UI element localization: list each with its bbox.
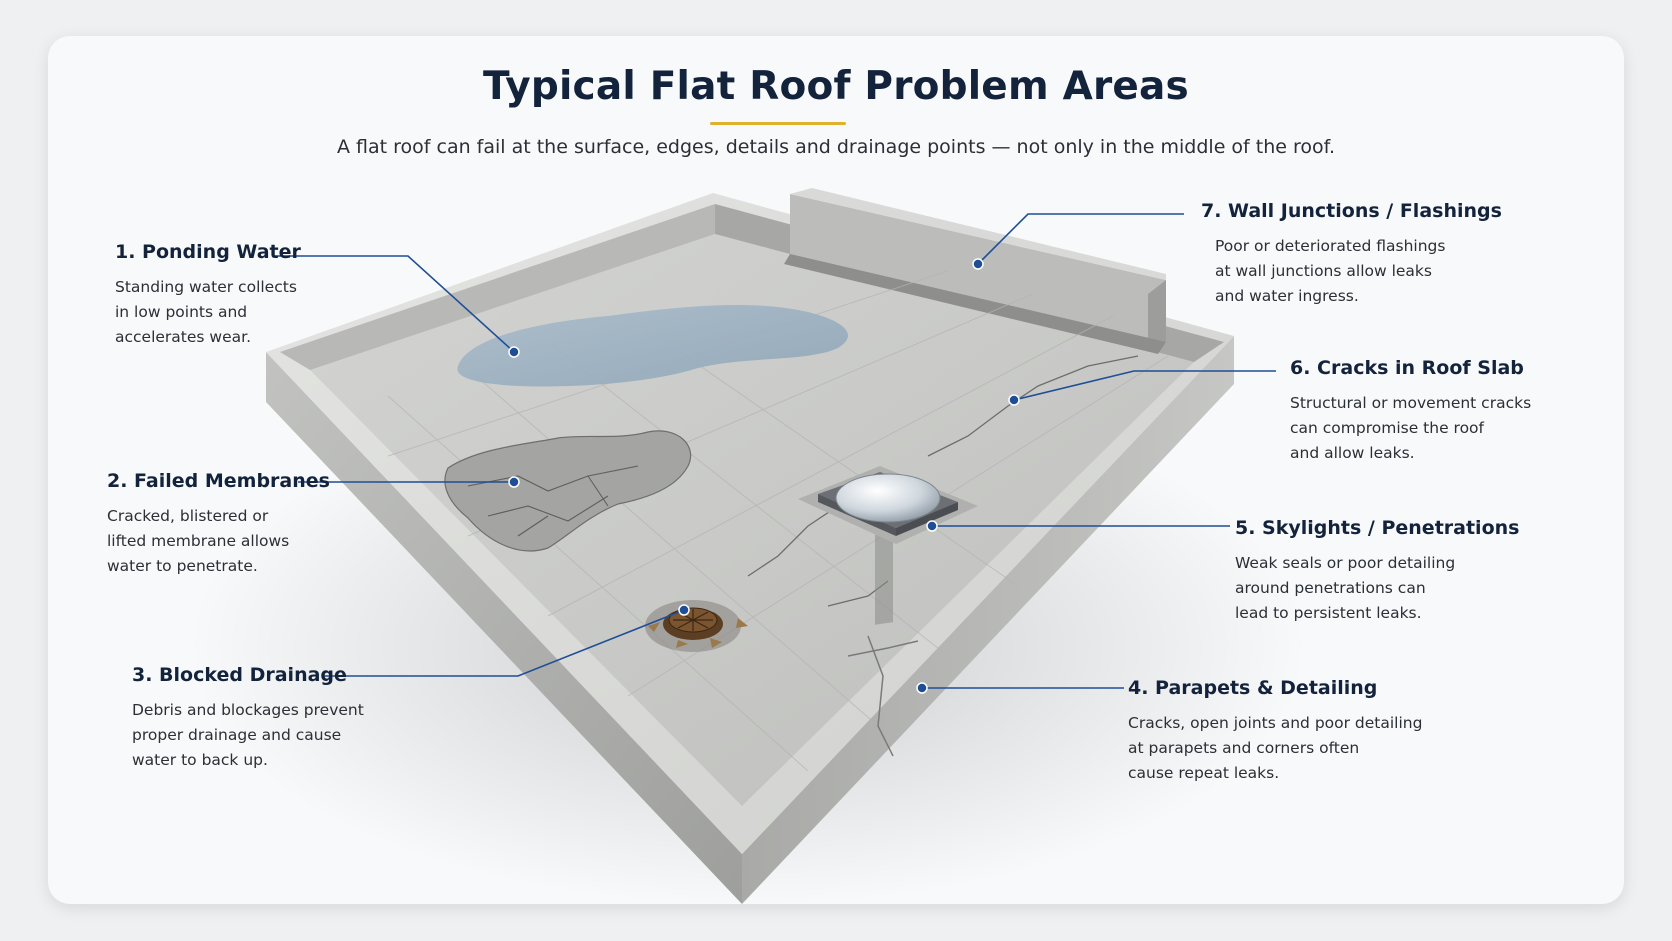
callout-dot-4 <box>916 682 928 694</box>
callout-dot-3 <box>678 604 690 616</box>
callout-line-3 <box>324 609 685 677</box>
callout-dot-7 <box>972 258 984 270</box>
callout-line-1 <box>274 255 515 353</box>
callout-dot-1 <box>508 346 520 358</box>
failed-membrane-patch <box>444 430 692 552</box>
page-subtitle: A flat roof can fail at the surface, edg… <box>336 136 1335 158</box>
callout-line-7 <box>977 213 1184 265</box>
ponding-water-patch <box>457 304 848 387</box>
back-wall-top <box>790 188 1166 280</box>
callout-heading: 7. Wall Junctions / Flashings <box>1201 200 1502 222</box>
callout-line-6 <box>1013 370 1276 401</box>
callout-heading: 2. Failed Membranes <box>107 470 330 492</box>
page-title: Typical Flat Roof Problem Areas <box>483 64 1189 109</box>
callout-description: Cracked, blistered or lifted membrane al… <box>107 507 290 575</box>
callout-description: Standing water collects in low points an… <box>115 278 297 346</box>
callout-description: Poor or deteriorated flashings at wall j… <box>1215 237 1446 305</box>
callout-description: Weak seals or poor detailing around pene… <box>1235 554 1456 622</box>
callout-parapets-detailing: 4. Parapets & Detailing Cracks, open joi… <box>1128 677 1428 786</box>
callout-description: Debris and blockages prevent proper drai… <box>132 701 364 769</box>
infographic-card: Typical Flat Roof Problem Areas A flat r… <box>48 36 1624 904</box>
wall-flashing-strip <box>784 254 1166 354</box>
right-exterior-wall <box>742 336 1234 904</box>
callout-heading: 3. Blocked Drainage <box>132 664 347 686</box>
callout-heading: 4. Parapets & Detailing <box>1128 677 1378 699</box>
callout-description: Structural or movement cracks can compro… <box>1290 394 1532 462</box>
callout-cracks-roof-slab: 6. Cracks in Roof Slab Structural or mov… <box>1290 357 1590 466</box>
inner-wall-back-left <box>280 204 715 370</box>
left-exterior-wall <box>266 352 742 904</box>
callout-heading: 5. Skylights / Penetrations <box>1235 517 1520 539</box>
callout-heading: 1. Ponding Water <box>115 241 301 263</box>
callout-blocked-drainage: 3. Blocked Drainage Debris and blockages… <box>132 664 432 773</box>
parapet-crack-lines <box>847 635 919 757</box>
skylight-curb-right <box>896 502 958 536</box>
drain-debris <box>648 618 748 648</box>
callout-dots <box>508 258 1020 694</box>
drain-grate-slots <box>673 609 713 631</box>
roof-illustration <box>188 188 1308 904</box>
callout-description: Cracks, open joints and poor detailing a… <box>1128 714 1423 782</box>
callout-heading: 6. Cracks in Roof Slab <box>1290 357 1524 379</box>
callout-skylights-penetrations: 5. Skylights / Penetrations Weak seals o… <box>1235 517 1535 626</box>
membrane-cracks <box>467 465 639 537</box>
title-underline <box>710 122 846 125</box>
callout-failed-membranes: 2. Failed Membranes Cracked, blistered o… <box>107 470 407 579</box>
parapet-joint <box>875 532 893 625</box>
callout-dot-2 <box>508 476 520 488</box>
callout-dot-6 <box>1008 394 1020 406</box>
skylight-dome <box>835 473 941 523</box>
callout-dot-5 <box>926 520 938 532</box>
callout-lines <box>274 213 1276 689</box>
callout-wall-junctions: 7. Wall Junctions / Flashings Poor or de… <box>1201 200 1515 309</box>
callout-ponding-water: 1. Ponding Water Standing water collects… <box>115 241 415 350</box>
back-wall-end <box>1148 280 1166 352</box>
